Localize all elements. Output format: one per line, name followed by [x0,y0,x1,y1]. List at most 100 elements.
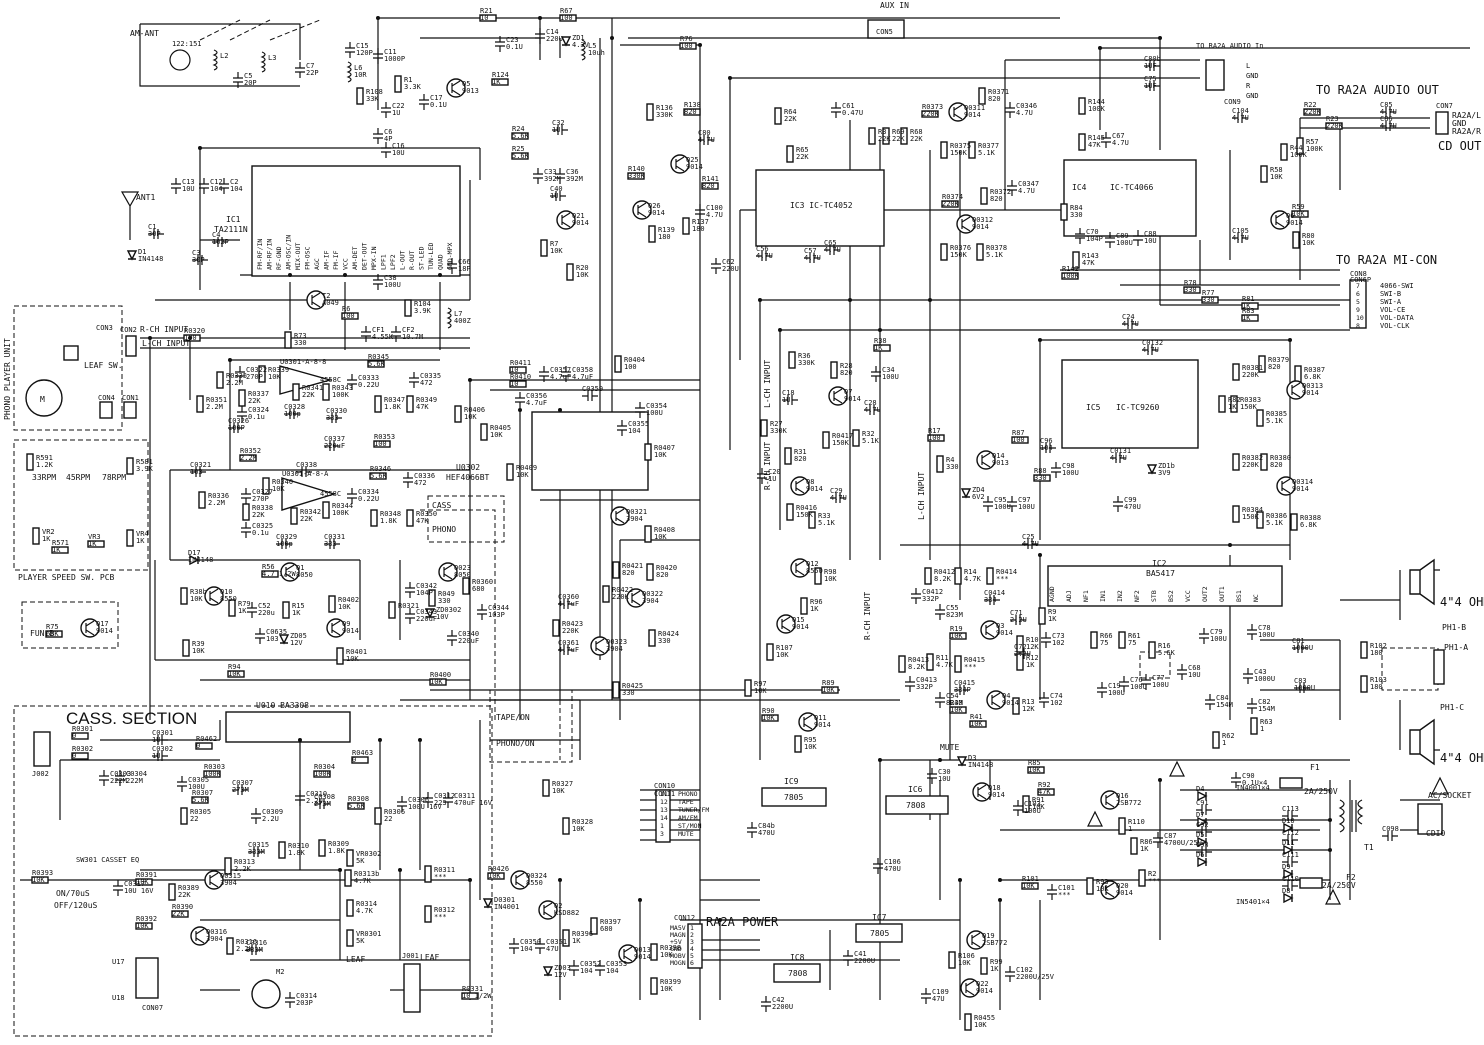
ref-r0393: R0393 [32,869,53,877]
leaf-cass-label: LEAF [346,955,365,964]
ref-r140: R140 [628,165,645,173]
ref-c104: C104 [1232,107,1249,115]
val-r97: 10K [754,687,767,695]
val-c0354: 100U [646,409,663,417]
component-r3 [868,127,876,145]
component-r0347 [374,395,382,413]
component-c28 [864,405,880,415]
component-c0321 [190,467,206,477]
val-q0324: 8550 [526,879,543,887]
junction-dot [468,878,472,882]
component-c0413 [905,676,915,692]
val-r0312: *** [434,913,447,921]
component-c15 [345,42,355,58]
val-r0343: 100K [332,391,350,399]
component-c0337 [324,441,340,451]
val-r0388: 6.8K [1300,521,1318,529]
component-r0331 [461,992,479,1000]
component-q20 [1100,880,1120,900]
component-c0338 [296,467,312,477]
component-r0416 [786,503,794,521]
val-c0353: 104 [606,967,619,975]
con10-pin-num: 3 [660,830,664,838]
ref-c0361: C0361 [558,639,579,647]
ic6-label: IC6 [908,785,923,794]
ref-r10: R10 [1026,636,1039,644]
am-ant-part: 122:151 [172,40,202,48]
component-c75 [1144,81,1160,91]
component-q0316 [190,926,210,946]
ref-r94: R94 [228,663,241,671]
ref-r0301: R0301 [72,725,93,733]
con12-pin-num: 2 [690,931,694,939]
val-r27: 330K [770,427,788,435]
component-r0350 [406,509,414,527]
ref-q10: Q10 [220,588,233,596]
ic3-body [755,169,885,247]
junction-dot [558,878,562,882]
con12-pin-num: 1 [690,924,694,932]
cd-out-label: CD OUT [1438,139,1481,153]
ref-c0304: C0304 [126,770,147,778]
f2-label: F2 [1346,873,1356,882]
component-c106 [873,858,883,874]
val-r14: 4.7K [964,575,982,583]
component-r0381 [1232,363,1240,381]
wiring [20,17,1470,1020]
ic2-pin-name: ADJ [1065,590,1073,602]
out-r-label: RA2A/R [1452,127,1481,136]
u0302-part: HEF4066BT [446,473,490,482]
component-r88 [1033,474,1051,482]
val-c98: 100U [1062,469,1079,477]
val-c80b: 1UF [1144,62,1157,70]
val-c0311: 470uF 16V [454,799,493,807]
val-r0353: 100 [374,440,387,448]
ic2-pin-name: NF1 [1082,590,1090,602]
ref-c76: C76 [1130,676,1143,684]
ref-c0306: C0306 [408,796,429,804]
val-c55: 823M [946,611,963,619]
component-r0346 [369,472,387,480]
val-r89: 10K [822,686,835,694]
ref-c85: C85 [1380,101,1393,109]
ref-r0305: R0305 [190,808,211,816]
ref-c0335: C0335 [420,372,441,380]
component-c113 [1282,811,1298,821]
speaker-2-label: 4"4 OHM 10W [1440,751,1484,765]
ref-r79: R79 [238,600,251,608]
ref-zd1b: ZD1b [1158,462,1175,470]
component-r0344 [322,501,330,519]
ref-r27: R27 [770,420,783,428]
component-c11 [373,48,383,64]
val-r58: 10K [1270,173,1283,181]
component-c90 [1231,772,1241,788]
component-c0327 [241,488,251,504]
ref-c19: C19 [1108,682,1121,690]
ref-r11: R11 [936,654,949,662]
ref-r75: R75 [46,623,59,631]
component-r124 [491,78,509,86]
j002-body [33,731,51,767]
ref-q5: Q5 [462,80,470,88]
ref-c12: C12 [210,178,223,186]
val-r10: 12K [1026,643,1039,651]
ref-r86: R86 [1140,838,1153,846]
val-c61: 0.47U [842,109,863,117]
val-q20: 9014 [1116,889,1133,897]
ref-r82: R82 [1228,396,1241,404]
ref-c65: C65 [824,239,837,247]
ref-r67: R67 [560,7,573,15]
ref-r0310: R0310 [288,842,309,850]
val-c0346: 4.7U [1016,109,1033,117]
component-r0312 [424,905,432,923]
ref-r91: R91 [1032,796,1045,804]
ref-c34: C34 [882,366,895,374]
component-vr0301 [346,929,354,947]
val-zd05: 12V [290,639,303,647]
val-c82: 154M [1258,705,1275,713]
val-c16: 10U [392,149,405,157]
component-c29 [830,493,846,503]
component-c23 [495,36,505,52]
component-r0463 [351,756,369,764]
ref-q25: Q25 [686,156,699,164]
